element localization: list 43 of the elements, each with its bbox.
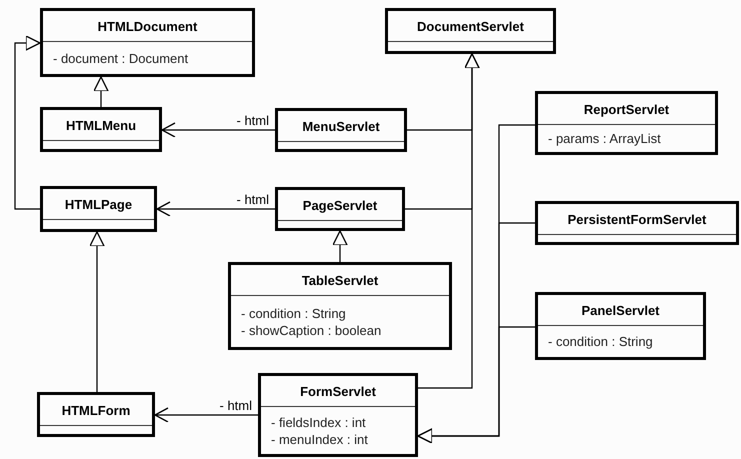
class-box [40,107,162,152]
attribute-text: - params : ArrayList [548,130,662,147]
class-name: ReportServlet [584,102,670,116]
class-box [385,8,556,54]
generalization-arrow [417,326,535,444]
edge-label: - html [218,398,253,413]
generalization-arrow [418,53,480,389]
association-arrow [161,122,275,138]
attribute-text: - fieldsIndex : int [271,414,367,430]
class-name: TableServlet [302,272,378,288]
attribute-text: - condition : String [241,304,347,322]
generalization-arrow [14,35,41,210]
class-box [40,186,157,232]
class-name: PersistentFormServlet [568,212,706,226]
class-box [275,108,407,152]
attribute-text: - condition : String [548,333,654,350]
class-name: HTMLDocument [98,18,198,34]
class-name: FormServlet [300,384,376,398]
class-box [535,201,739,245]
class-box [535,91,718,155]
generalization-arrow [89,231,105,392]
class-box [258,373,418,457]
class-name: HTMLForm [62,402,130,418]
class-name: DocumentServlet [417,18,524,34]
edge-label: - html [236,113,270,128]
class-box [228,262,452,350]
generalization-arrow [332,230,348,262]
attribute-text: - showCaption : boolean [241,322,382,338]
class-box [37,392,155,437]
attribute-text: - menuIndex : int [271,430,369,448]
class-name: MenuServlet [302,118,380,134]
class-box [275,187,405,231]
class-name: HTMLMenu [66,118,136,132]
edge-label: - html [236,192,270,207]
class-name: PanelServlet [581,302,660,318]
class-box [535,292,706,360]
generalization-arrow [93,76,109,107]
class-name: HTMLPage [64,196,132,212]
association-arrow [156,201,275,217]
attribute-text: - document : Document [53,50,190,66]
class-name: PageServlet [302,198,378,212]
class-box [40,8,255,77]
association-arrow [154,407,258,423]
